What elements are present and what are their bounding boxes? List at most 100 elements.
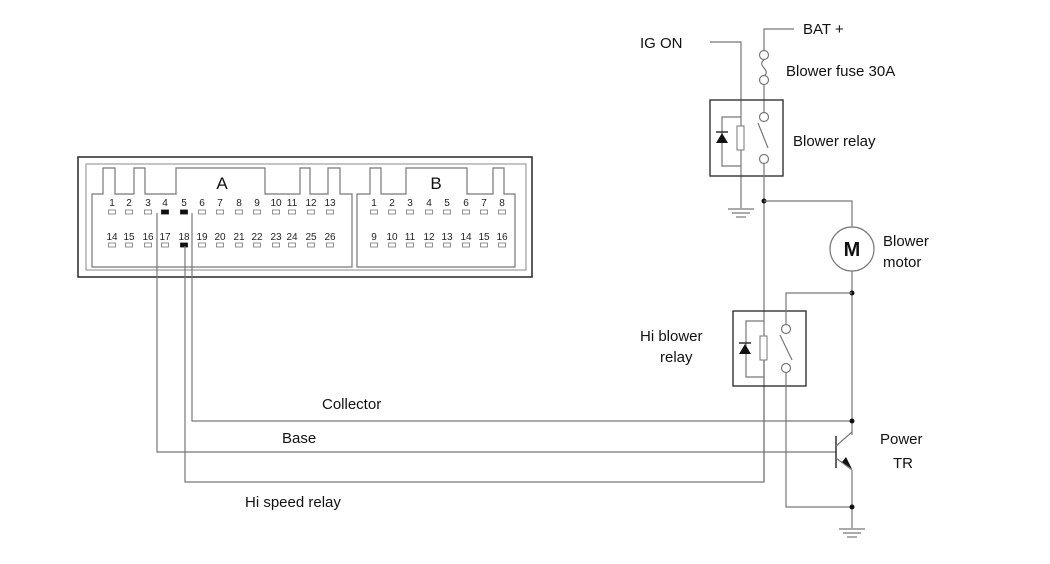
pin-label: 9 <box>254 198 260 209</box>
pin-label: 2 <box>389 198 395 209</box>
pin <box>125 242 133 248</box>
pin <box>216 242 224 248</box>
pin-label: 15 <box>123 232 135 243</box>
pin-label: 4 <box>426 198 432 209</box>
ig-on-label: IG ON <box>640 35 683 52</box>
pin-used <box>161 209 169 215</box>
ground-icon <box>728 208 754 218</box>
pin <box>272 242 280 248</box>
pin <box>216 209 224 215</box>
power-transistor <box>835 431 853 471</box>
pin <box>307 209 315 215</box>
pin <box>326 242 334 248</box>
pin-label: 11 <box>287 198 298 209</box>
collector-label: Collector <box>322 396 381 413</box>
pin <box>108 209 116 215</box>
pin-label: 10 <box>270 198 282 209</box>
pin <box>198 242 206 248</box>
pin-label: 4 <box>162 198 168 209</box>
connector-a-label: A <box>216 174 228 193</box>
pin-label: 14 <box>106 232 118 243</box>
connector-a-outline <box>91 167 353 268</box>
pin-label: 7 <box>481 198 487 209</box>
pin-label: 6 <box>463 198 469 209</box>
pin-label: 1 <box>371 198 377 209</box>
pin <box>406 242 414 248</box>
pin-label: 16 <box>142 232 154 243</box>
connector-b-label: B <box>430 174 441 193</box>
pin <box>480 242 488 248</box>
wire-bat <box>763 28 794 50</box>
pin-label: 17 <box>159 232 171 243</box>
pin <box>480 209 488 215</box>
pin <box>161 242 169 248</box>
pin-label: 18 <box>178 232 190 243</box>
pin-label: 8 <box>499 198 505 209</box>
pin-label: 3 <box>145 198 151 209</box>
pin-label: 5 <box>444 198 450 209</box>
pin-label: 5 <box>181 198 187 209</box>
pin-label: 23 <box>270 232 282 243</box>
pin-label: 13 <box>441 232 453 243</box>
pin-label: 9 <box>371 232 377 243</box>
pin-label: 24 <box>286 232 298 243</box>
blower-relay <box>709 99 784 177</box>
pin-label: 6 <box>199 198 205 209</box>
pin <box>462 209 470 215</box>
pin <box>406 209 414 215</box>
pin <box>307 242 315 248</box>
bat-label: BAT + <box>803 21 844 38</box>
pin-used <box>180 242 188 248</box>
pin-used <box>180 209 188 215</box>
pin <box>425 209 433 215</box>
pin-label: 21 <box>233 232 245 243</box>
motor-symbol: M <box>844 239 861 261</box>
pin <box>462 242 470 248</box>
wire-base <box>156 213 836 453</box>
blower-motor-label-1: Blower <box>883 233 929 250</box>
hi-relay-label-1: Hi blower <box>640 328 703 345</box>
pin <box>198 209 206 215</box>
pin-label: 19 <box>196 232 208 243</box>
pin-label: 14 <box>460 232 472 243</box>
wire-ig-on <box>710 41 742 208</box>
pin <box>235 242 243 248</box>
ground-icon <box>839 528 865 538</box>
pin <box>443 209 451 215</box>
pin-label: 8 <box>236 198 242 209</box>
pin <box>370 209 378 215</box>
blower-motor-label-2: motor <box>883 254 921 271</box>
pin <box>443 242 451 248</box>
pin-label: 1 <box>109 198 115 209</box>
pin-label: 11 <box>405 232 416 243</box>
base-label: Base <box>282 430 316 447</box>
fuse-label: Blower fuse 30A <box>786 63 895 80</box>
blower-relay-label: Blower relay <box>793 133 876 150</box>
hi-speed-relay-label: Hi speed relay <box>245 494 341 511</box>
pin-label: 16 <box>496 232 508 243</box>
pin-label: 7 <box>217 198 223 209</box>
pin <box>388 242 396 248</box>
power-tr-label-2: TR <box>893 455 913 472</box>
pin <box>498 209 506 215</box>
pin-label: 15 <box>478 232 490 243</box>
pin <box>144 242 152 248</box>
pin-label: 2 <box>126 198 132 209</box>
pin-label: 25 <box>305 232 317 243</box>
pin <box>253 209 261 215</box>
pin-label: 13 <box>324 198 336 209</box>
pin-label: 10 <box>386 232 398 243</box>
pin <box>288 242 296 248</box>
pin <box>326 209 334 215</box>
pin-label: 22 <box>251 232 263 243</box>
fuse-icon <box>758 49 770 86</box>
pin-label: 3 <box>407 198 413 209</box>
pin <box>235 209 243 215</box>
pin <box>253 242 261 248</box>
wire-collector <box>191 213 852 422</box>
pin <box>288 209 296 215</box>
pin <box>388 209 396 215</box>
pin <box>498 242 506 248</box>
